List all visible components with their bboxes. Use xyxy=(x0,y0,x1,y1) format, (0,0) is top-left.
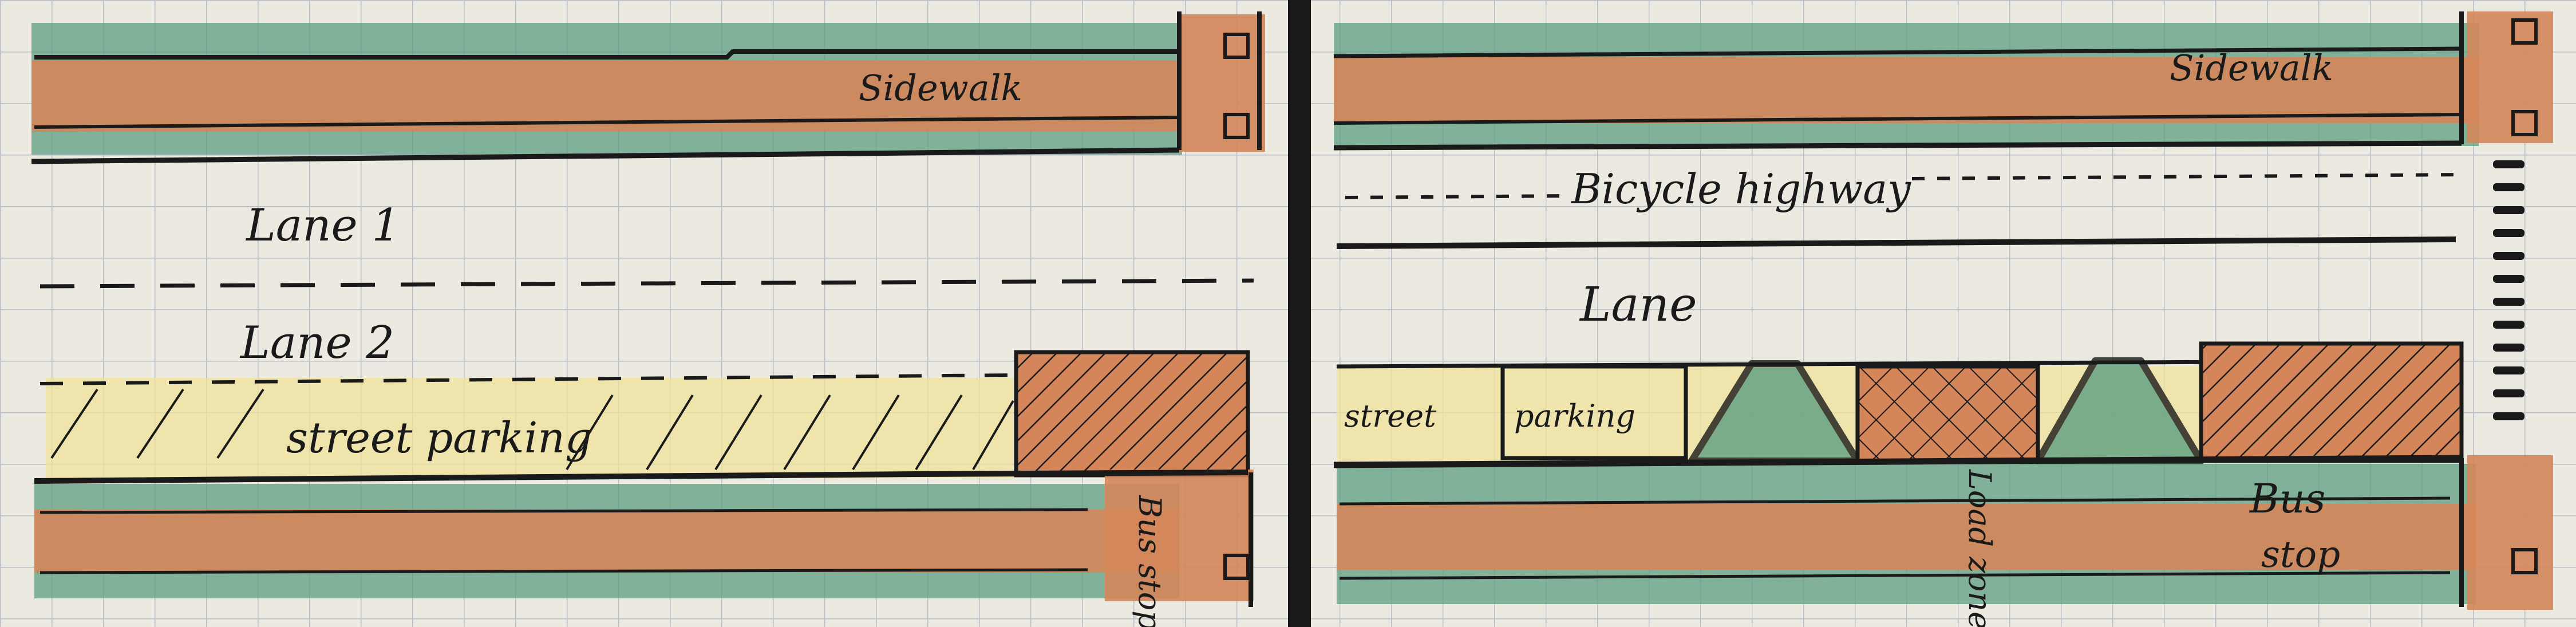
street-parking-label: street parking xyxy=(286,413,592,463)
bottom-sidewalk-after: Load zone Bus stop xyxy=(1333,455,2553,627)
bus-stop-label-after-1: Bus xyxy=(2249,475,2325,522)
bottom-sidewalk: Bus stop xyxy=(34,470,1254,627)
crosswalk-stripes xyxy=(2493,160,2524,420)
bicycle-highway: Bicycle highway xyxy=(1336,165,2462,249)
curb-marker-bottom-after xyxy=(2511,548,2538,574)
curb-marker-top xyxy=(1223,33,1250,59)
load-zone-label: Load zone xyxy=(1962,469,1998,627)
curb-marker-bottom xyxy=(1223,554,1250,580)
lane-label: Lane xyxy=(1579,278,1697,332)
lane-1-label: Lane 1 xyxy=(245,200,400,251)
sidewalk-label-after: Sidewalk xyxy=(2170,47,2333,89)
bicycle-highway-label: Bicycle highway xyxy=(1570,165,1911,213)
bus-stop-label-before: Bus stop xyxy=(1132,495,1168,627)
parking-parking-label: parking xyxy=(1514,398,1635,434)
curbside-row: street parking xyxy=(1336,341,2464,464)
sidewalk-label-before: Sidewalk xyxy=(859,67,1022,109)
panel-gap xyxy=(1288,0,1311,627)
before-panel: Sidewalk Lane 1 Lane 2 xyxy=(0,0,1288,627)
curb-marker-top-2 xyxy=(1223,113,1250,139)
lane-2-label: Lane 2 xyxy=(239,317,394,369)
lane-divider xyxy=(39,278,1254,289)
parking-box-end xyxy=(1500,364,1688,460)
top-sidewalk: Sidewalk xyxy=(31,11,1265,164)
after-panel: Sidewalk Bicycle highway Lane xyxy=(1311,0,2576,627)
bus-stop-label-after-2: stop xyxy=(2261,534,2340,576)
curb-marker-top-after-2 xyxy=(2511,110,2538,136)
curb-marker-top-after xyxy=(2511,18,2538,45)
parking-street-label: street xyxy=(1344,398,1436,434)
top-sidewalk-after: Sidewalk xyxy=(1333,11,2553,151)
